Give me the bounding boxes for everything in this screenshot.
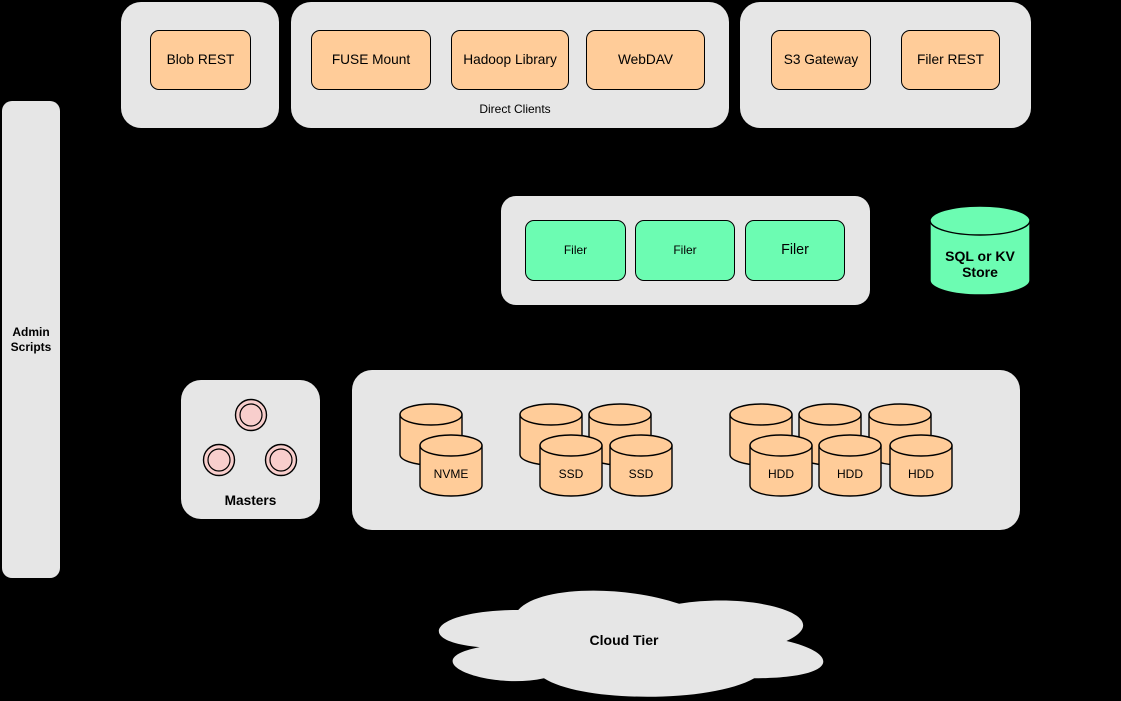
filer-node-2: Filer [635,220,735,281]
fuse-mount-node: FUSE Mount [311,30,431,90]
blob-rest-node: Blob REST [150,30,251,90]
sql-kv-store-label-line2: Store [962,264,998,280]
webdav-label: WebDAV [617,51,674,67]
hdd-cylinder-front-2 [818,434,882,497]
s3-gateway-node: S3 Gateway [771,30,871,90]
nvme-cylinder-front [419,434,483,497]
fuse-mount-label: FUSE Mount [331,51,411,67]
admin-scripts-panel [2,101,60,578]
filer-label-1: Filer [563,243,588,258]
sql-kv-store-cylinder [929,205,1031,296]
nvme-label: NVME [433,467,469,481]
ssd-cylinder-front-2 [609,434,673,497]
s3-gateway-label: S3 Gateway [783,51,859,67]
master-node-1-inner-circle [239,403,263,427]
filer-rest-node: Filer REST [901,30,1000,90]
hdd-cylinder-front-3 [889,434,953,497]
hdd-cylinder-front-1 [749,434,813,497]
master-node-3-inner-circle [269,448,293,472]
blob-rest-label: Blob REST [166,51,235,67]
direct-clients-label: Direct Clients [479,102,551,116]
master-nodes [202,398,298,477]
hdd-label-3: HDD [908,467,934,481]
disk-cylinders [399,403,953,497]
cloud-tier-label: Cloud Tier [589,632,659,648]
filer-label-2: Filer [673,243,697,258]
masters-label: Masters [224,493,277,508]
filer-node-1: Filer [525,220,626,281]
master-node-2-inner-circle [207,448,231,472]
sql-kv-store-label-line1: SQL or KV [945,248,1015,264]
hdd-label-1: HDD [768,467,794,481]
hdd-label-2: HDD [837,467,863,481]
ssd-label-1: SSD [558,467,584,481]
filer-node-3: Filer [745,220,845,281]
webdav-node: WebDAV [586,30,705,90]
hadoop-library-node: Hadoop Library [451,30,569,90]
hadoop-library-label: Hadoop Library [463,51,557,67]
ssd-cylinder-front-1 [539,434,603,497]
filer-label-3: Filer [781,241,809,258]
sql-kv-store-label: SQL or KV Store [930,248,1030,280]
filer-rest-label: Filer REST [917,51,984,67]
cloud-tier-shape [438,590,824,697]
admin-scripts-label: Admin Scripts [10,325,52,354]
ssd-label-2: SSD [628,467,654,481]
